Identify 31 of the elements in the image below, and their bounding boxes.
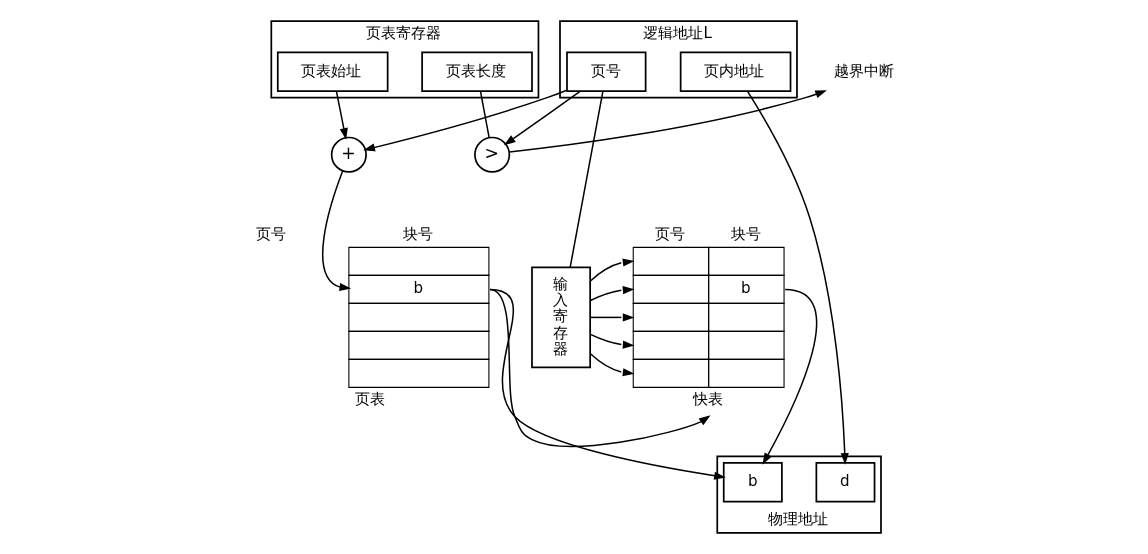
connector	[569, 90, 604, 268]
node-circle: +	[330, 136, 367, 173]
arrow	[322, 170, 352, 292]
node-label: 块号	[730, 224, 761, 243]
arrow	[589, 313, 635, 322]
node-box: 页表长度	[421, 51, 533, 93]
arrow	[589, 353, 635, 377]
node-label: 页号	[256, 224, 287, 243]
node-circle: >	[474, 136, 511, 173]
node-box: 页号	[566, 51, 647, 93]
node-box: d	[815, 461, 876, 503]
arrow	[746, 90, 849, 465]
node-box: 页表始址	[276, 51, 389, 93]
node-label: 页号	[655, 224, 686, 243]
arrow	[335, 90, 348, 140]
node-label: 快表	[693, 389, 724, 408]
arrow	[589, 258, 635, 282]
node-label: 页表	[354, 389, 385, 408]
arrow	[508, 90, 827, 153]
node-box: b	[722, 461, 783, 503]
arrow	[489, 288, 726, 480]
arrow	[589, 286, 635, 302]
arrow	[503, 90, 582, 146]
connector	[479, 90, 490, 139]
node-label: 块号	[403, 224, 434, 243]
arrow	[762, 288, 818, 465]
arrow	[589, 333, 635, 349]
node-box: 输入寄存器	[531, 266, 591, 369]
arrow	[363, 89, 568, 152]
node-text: 越界中断	[833, 61, 894, 80]
node-box: 页内地址	[679, 51, 792, 93]
